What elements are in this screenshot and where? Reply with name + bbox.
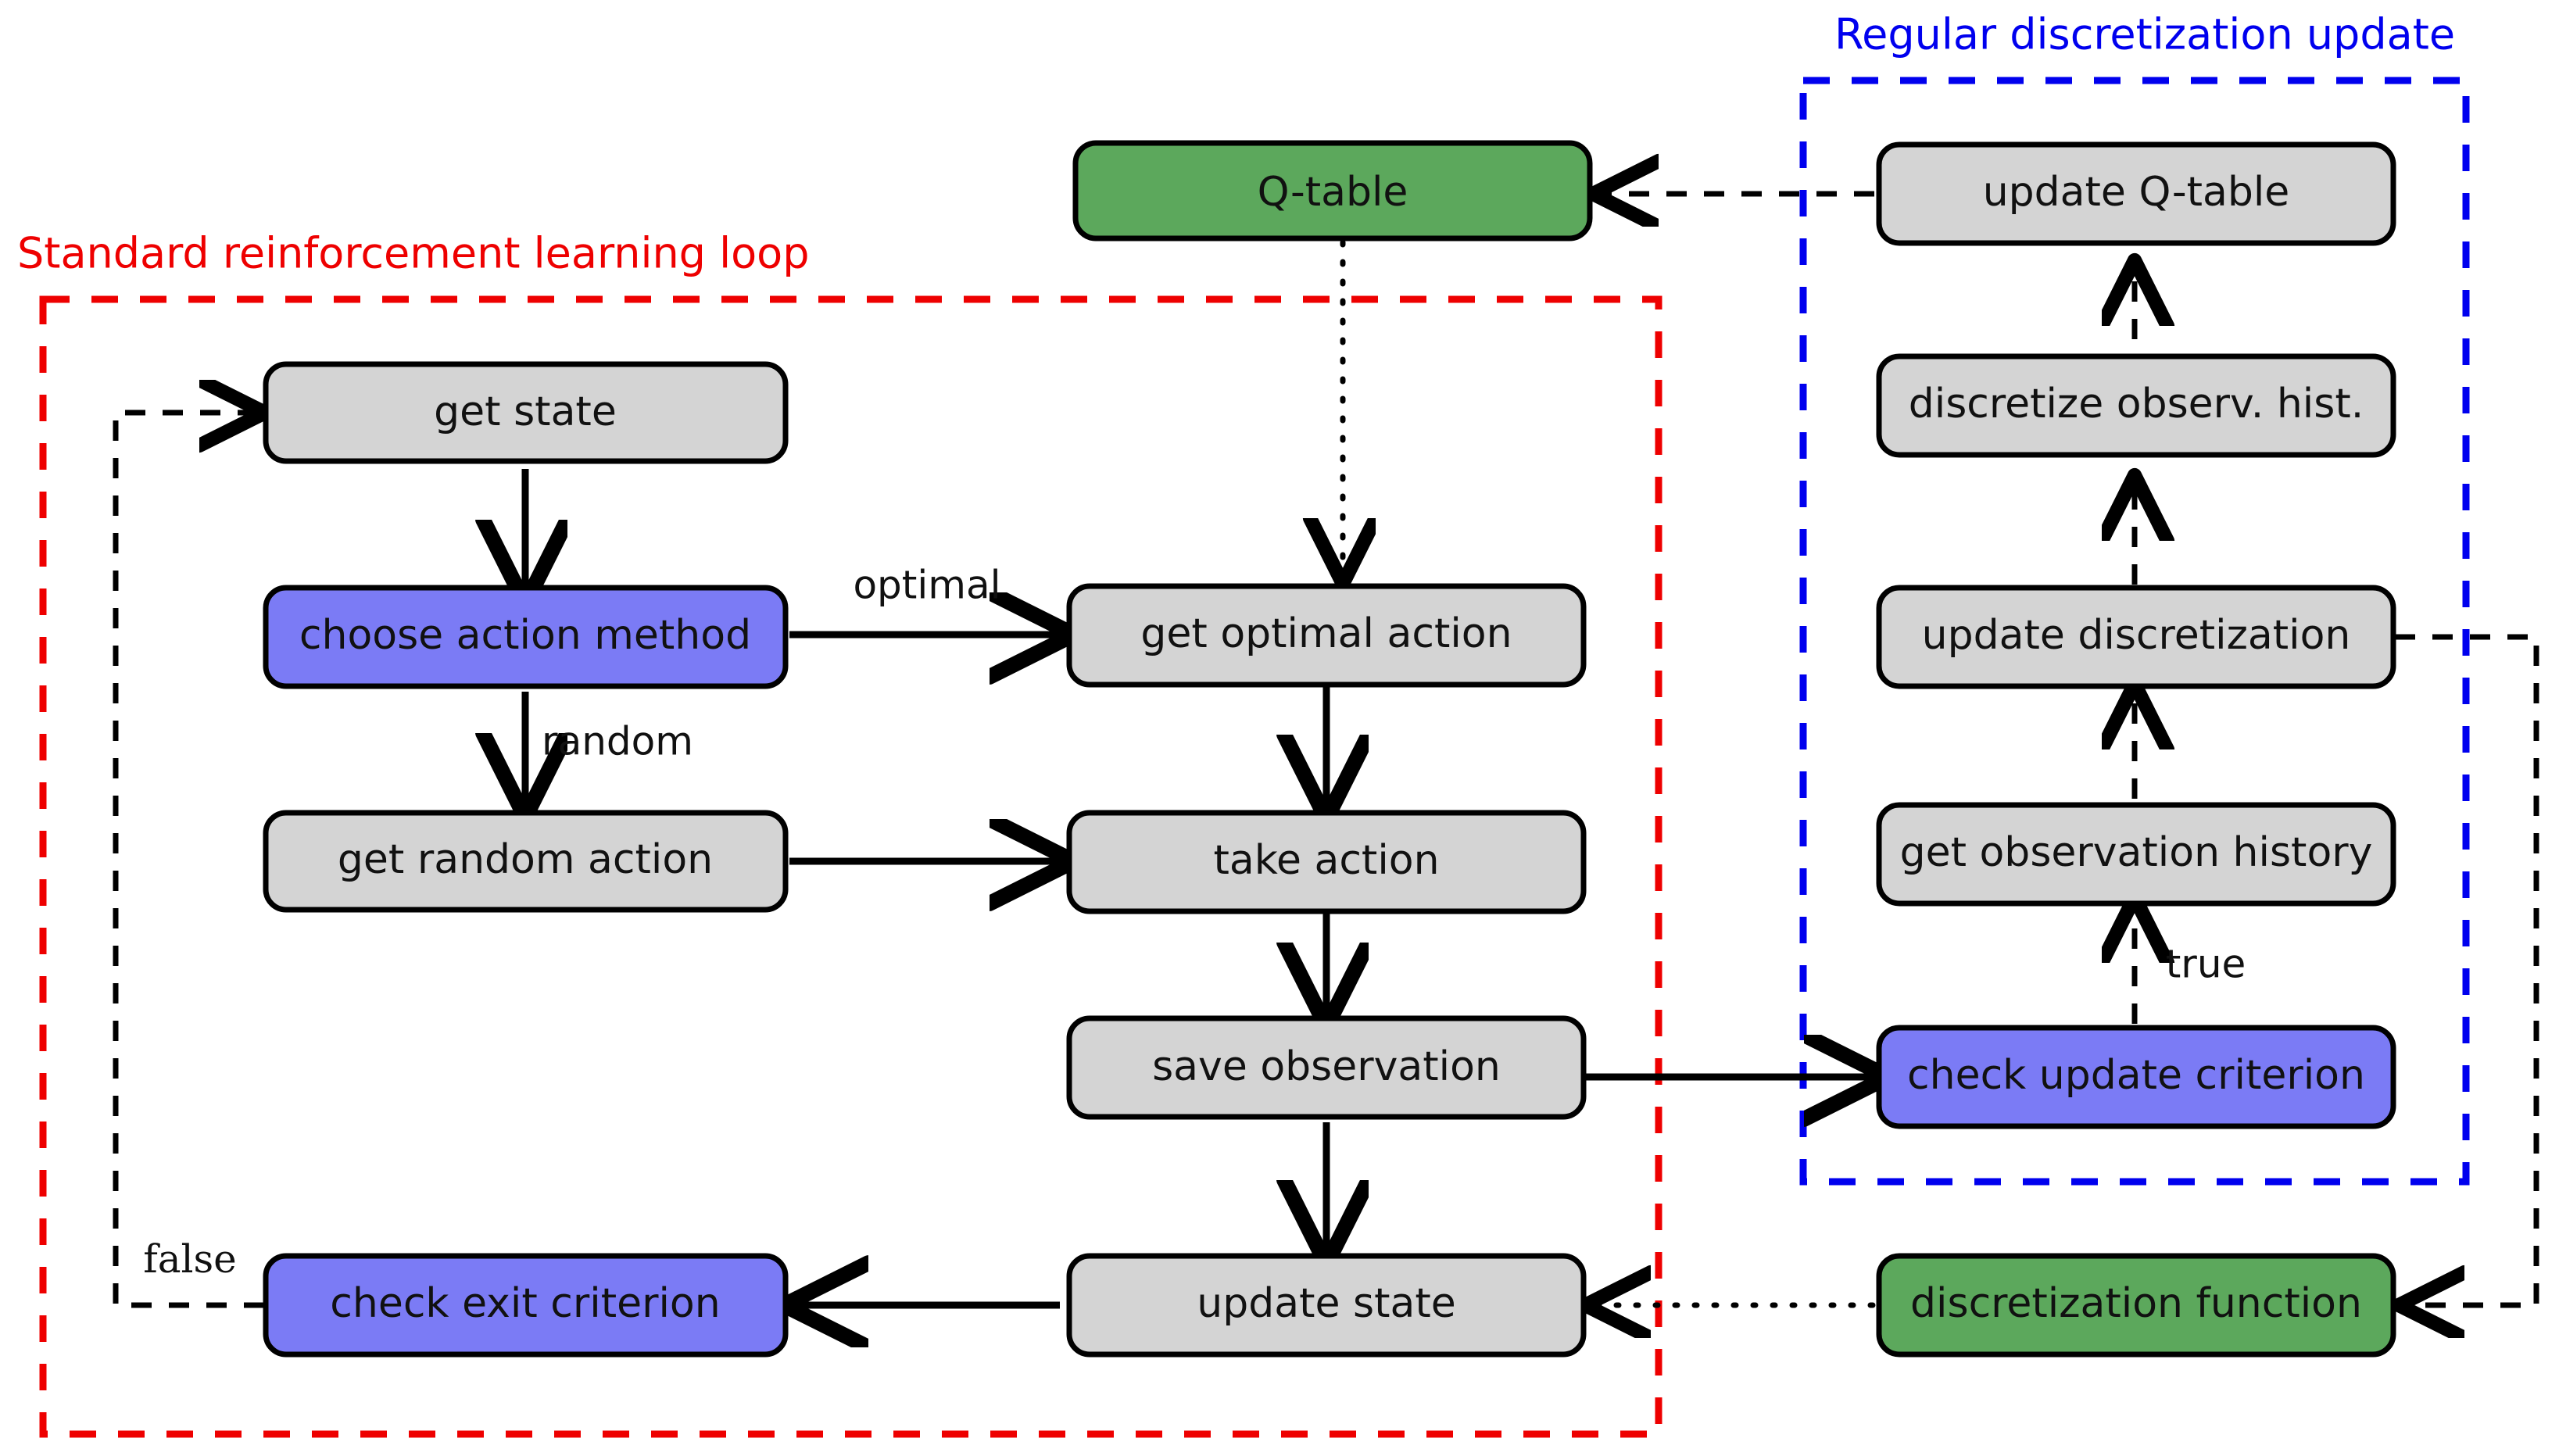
node-label-q-table: Q-table xyxy=(1258,169,1408,216)
node-choose-action-method[interactable]: choose action method xyxy=(263,585,789,689)
node-label-check-update-criterion: check update criterion xyxy=(1907,1052,2365,1099)
edge-label-random: random xyxy=(542,719,693,764)
node-label-get-random-action: get random action xyxy=(338,836,713,883)
node-label-save-observation: save observation xyxy=(1152,1043,1501,1090)
node-check-exit-criterion[interactable]: check exit criterion xyxy=(263,1253,789,1358)
node-get-observation-history[interactable]: get observation history xyxy=(1876,802,2396,907)
node-update-q-table[interactable]: update Q-table xyxy=(1876,141,2396,246)
edge-label-true: true xyxy=(2166,942,2246,987)
group-title-rl-loop: Standard reinforcement learning loop xyxy=(17,229,809,278)
node-discretize-observation-history[interactable]: discretize observ. hist. xyxy=(1876,353,2396,458)
node-label-update-discretization: update discretization xyxy=(1922,612,2351,659)
node-get-state[interactable]: get state xyxy=(263,361,789,464)
node-label-discretization-function: discretization function xyxy=(1910,1280,2362,1327)
node-label-discretize-observation-history: discretize observ. hist. xyxy=(1909,381,2364,427)
node-label-get-optimal-action: get optimal action xyxy=(1140,610,1512,657)
edge-update-discretization-to-discretization-function xyxy=(2395,634,2539,1305)
node-label-check-exit-criterion: check exit criterion xyxy=(330,1280,720,1327)
node-label-take-action: take action xyxy=(1213,837,1439,884)
group-box-rl-loop xyxy=(39,295,1662,1438)
node-save-observation[interactable]: save observation xyxy=(1066,1015,1587,1120)
node-get-random-action[interactable]: get random action xyxy=(263,810,789,913)
edge-label-false: false xyxy=(143,1236,237,1282)
group-title-discretization-update: Regular discretization update xyxy=(1834,10,2455,59)
edge-check-exit-to-get-state-false xyxy=(113,413,264,1308)
edge-label-optimal: optimal xyxy=(853,563,1000,608)
node-label-get-observation-history: get observation history xyxy=(1900,829,2373,876)
node-update-discretization[interactable]: update discretization xyxy=(1876,585,2396,689)
node-check-update-criterion[interactable]: check update criterion xyxy=(1876,1025,2396,1129)
node-q-table[interactable]: Q-table xyxy=(1072,140,1593,241)
group-box-discretization-update xyxy=(1799,77,2470,1186)
node-get-optimal-action[interactable]: get optimal action xyxy=(1066,583,1587,688)
node-label-choose-action-method: choose action method xyxy=(299,612,751,659)
node-take-action[interactable]: take action xyxy=(1066,810,1587,914)
node-label-get-state: get state xyxy=(434,388,617,435)
node-label-update-state: update state xyxy=(1197,1280,1455,1327)
node-update-state[interactable]: update state xyxy=(1066,1253,1587,1358)
node-label-update-q-table: update Q-table xyxy=(1983,169,2290,216)
node-discretization-function[interactable]: discretization function xyxy=(1876,1253,2396,1358)
